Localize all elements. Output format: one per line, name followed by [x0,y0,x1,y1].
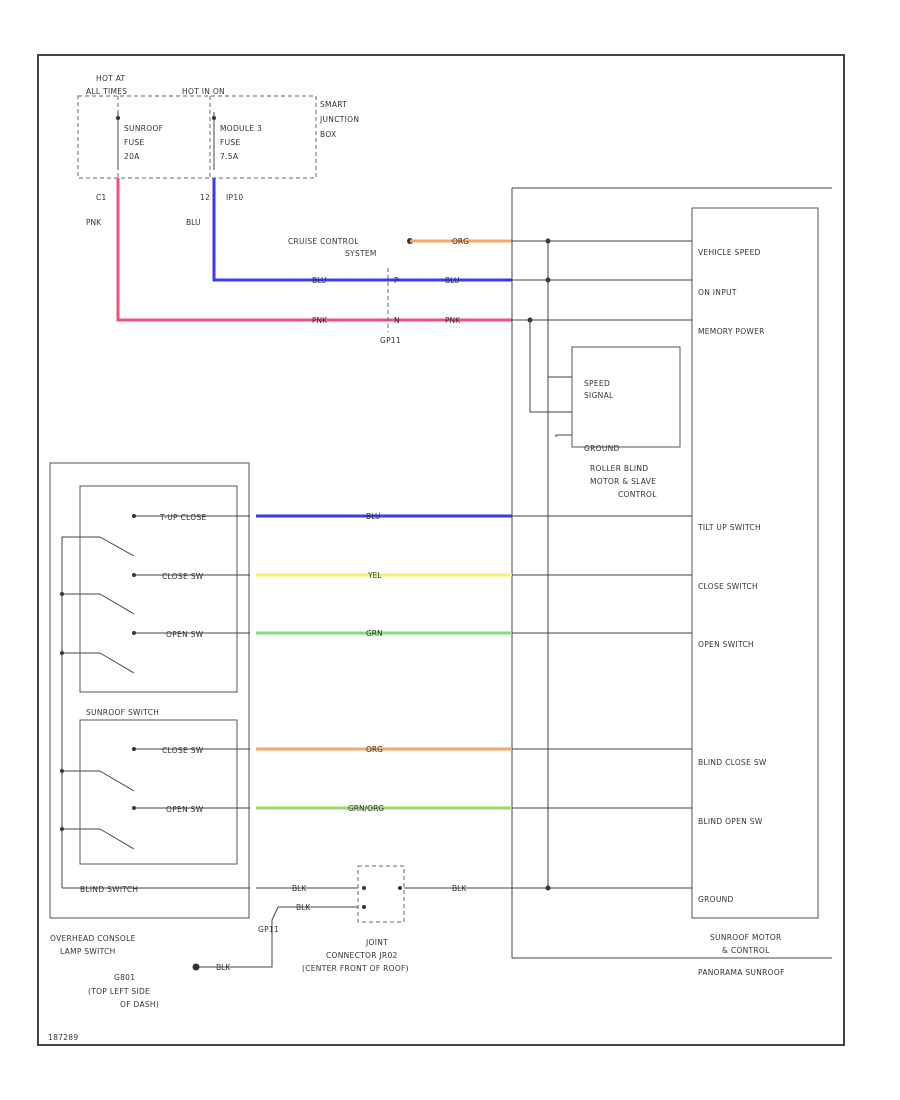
smart-junction-label: SMART [320,100,347,109]
speed-signal-label: SIGNAL [584,391,614,400]
motor-title: & CONTROL [722,946,770,955]
wire-color-label: BLU [366,512,380,521]
hot-at-label: HOT AT [96,74,126,83]
outer-frame [37,54,845,1046]
switch-label: OPEN SW [166,805,204,814]
fuse-node [212,116,216,120]
pin-tilt-up: TILT UP SWITCH [697,523,761,532]
wire-color-label: ORG [452,237,469,246]
pin-label: C1 [96,193,107,202]
speed-signal-label: SPEED [584,379,610,388]
pin-label: IP10 [226,193,243,202]
pin-vehicle-speed: VEHICLE SPEED [698,248,761,257]
roller-blind-label: MOTOR & SLAVE [590,477,656,486]
wire-color-label: BLU [445,276,459,285]
wire-color-label: BLK [296,903,311,912]
smart-junction-box [77,95,317,179]
wire-color-label: YEL [367,571,382,580]
hot-at-label: ALL TIMES [86,87,127,96]
overhead-console-box [49,462,250,919]
fuse-sunroof-label: 20A [124,152,140,161]
overhead-console-title: OVERHEAD CONSOLE [50,934,136,943]
blind-switch-label: BLIND SWITCH [80,885,138,894]
fuse-module3-label: MODULE 3 [220,124,262,133]
roller-blind-label: CONTROL [618,490,657,499]
hot-in-on-label: HOT IN ON [182,87,225,96]
wire-color-label: ORG [366,745,383,754]
cruise-control-label: CRUISE CONTROL [288,237,359,246]
motor-title: SUNROOF MOTOR [710,933,782,942]
ground-location: OF DASH) [120,1000,159,1009]
wire-color-label: BLU [186,218,200,227]
sunroof-switch-label: SUNROOF SWITCH [86,708,159,717]
fuse-sunroof-label: SUNROOF [124,124,163,133]
pin-label: N [394,316,400,325]
pin-open-switch: OPEN SWITCH [698,640,754,649]
switch-contacts [60,514,250,889]
switch-label: T-UP CLOSE [159,513,207,522]
joint-connector [357,865,405,923]
pin-label: P [394,276,399,285]
splice-label: GP11 [258,925,279,934]
blu-wire [212,178,512,282]
fuse-sunroof-label: FUSE [124,138,145,147]
switch-label: OPEN SW [166,630,204,639]
wire-color-label: BLU [312,276,326,285]
blind-switch-box [79,719,238,865]
pnk-wire [116,178,512,322]
joint-label: (CENTER FRONT OF ROOF) [302,964,409,973]
smart-junction-label: BOX [320,130,336,139]
wire-color-label: PNK [86,218,102,227]
speed-signal-lead [555,434,572,437]
ground-location: (TOP LEFT SIDE [88,987,150,996]
joint-node [362,886,366,890]
diagram-code: 187289 [48,1033,78,1042]
speed-signal-ground-label: GROUND [584,444,620,453]
fuse-node [116,116,120,120]
wire-color-label: GRN [366,629,383,638]
wire-color-label: BLK [216,963,231,972]
joint-label: CONNECTOR JR02 [326,951,398,960]
pin-ground: GROUND [698,895,734,904]
overhead-console-title: LAMP SWITCH [60,947,116,956]
sunroof-switch-box [79,485,238,693]
wire-color-label: PNK [312,316,328,325]
wire-color-label: BLK [292,884,307,893]
joint-node [362,905,366,909]
pin-memory-power: MEMORY POWER [698,327,765,336]
pin-blind-close: BLIND CLOSE SW [698,758,767,767]
pin-blind-open: BLIND OPEN SW [698,817,763,826]
switch-label: CLOSE SW [162,746,204,755]
pin-on-input: ON INPUT [698,288,737,297]
smart-junction-label: JUNCTION [319,115,359,124]
panorama-label: PANORAMA SUNROOF [698,968,785,977]
fuse-module3-label: FUSE [220,138,241,147]
pin-close-switch: CLOSE SWITCH [698,582,758,591]
ground-label: G801 [114,973,135,982]
wire-color-label: GRN/ORG [348,804,384,813]
wire-color-label: BLK [452,884,467,893]
ground-point-icon [192,963,200,971]
motor-control-box [691,207,819,919]
roller-blind-label: ROLLER BLIND [590,464,648,473]
ground-wire [196,906,358,968]
splice-label: GP11 [380,336,401,345]
joint-node [398,886,402,890]
wire-color-label: PNK [445,316,461,325]
motor-pin-lines [512,240,692,889]
switch-label: CLOSE SW [162,572,204,581]
cruise-control-label: SYSTEM [345,249,377,258]
fuse-module3-label: 7.5A [220,152,239,161]
pin-label: 12 [200,193,210,202]
speed-signal-box [571,346,681,448]
joint-label: JOINT [365,938,388,947]
